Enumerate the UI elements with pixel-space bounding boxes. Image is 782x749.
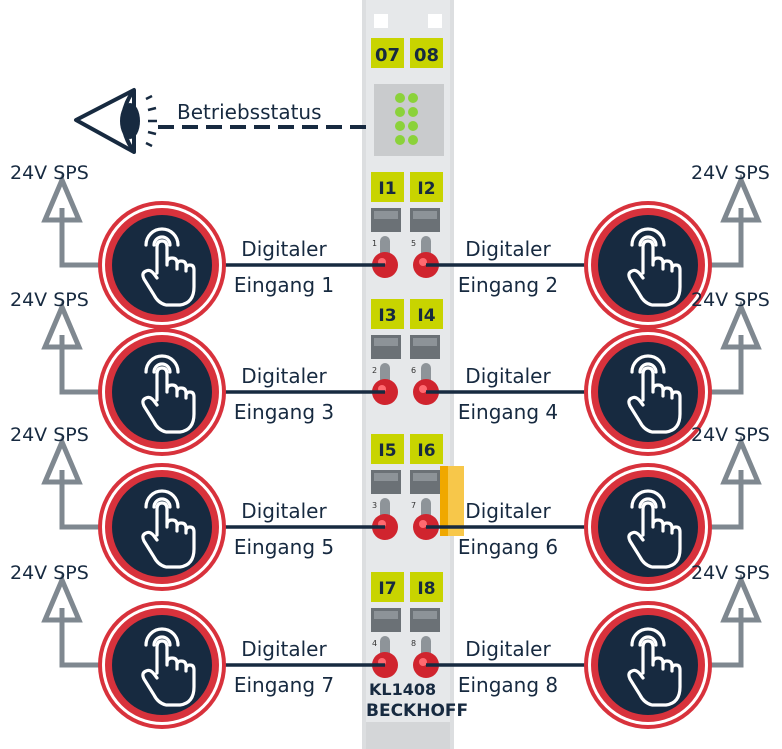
input-label-line1: Digitaler: [465, 237, 551, 261]
top-led-row: 07 08: [371, 38, 443, 68]
supply-label: 24V SPS: [10, 162, 89, 184]
led-08-label: 08: [414, 45, 439, 66]
led-I3: [371, 299, 404, 329]
eye-icon: [74, 88, 157, 154]
led-label: I3: [378, 306, 396, 326]
hand-icon: [627, 489, 682, 569]
supply-line: [59, 608, 100, 668]
push-button-2: [584, 201, 712, 329]
supply-line: [59, 470, 100, 530]
supply-arrow-icon: [720, 300, 762, 377]
contact-number: 5: [411, 239, 416, 248]
terminal-section-2: I3 I4 2 6: [371, 299, 443, 405]
input-label-line2: Eingang 4: [458, 400, 558, 424]
push-button-6: [584, 463, 712, 591]
led-label: I8: [417, 579, 435, 599]
contact-number: 8: [411, 639, 416, 648]
push-button-3: [98, 328, 226, 456]
hand-icon: [141, 489, 196, 569]
input-label-line1: Digitaler: [241, 364, 327, 388]
supply-label: 24V SPS: [10, 289, 89, 311]
input-label-line1: Digitaler: [241, 637, 327, 661]
push-button-7: [98, 601, 226, 729]
supply-arrow-icon: [720, 573, 762, 650]
led-I6: [410, 434, 443, 464]
brand-label: BECKHOFF: [366, 701, 468, 721]
led-I4: [410, 299, 443, 329]
contact-number: 2: [372, 366, 377, 375]
led-label: I2: [417, 179, 435, 199]
status-label: Betriebsstatus: [177, 100, 322, 124]
push-button-4: [584, 328, 712, 456]
led-I5: [371, 434, 404, 464]
input-label-line1: Digitaler: [241, 237, 327, 261]
hand-icon: [141, 227, 196, 307]
led-label: I5: [378, 441, 396, 461]
input-label-line2: Eingang 6: [458, 535, 558, 559]
terminal-section-4: I7 I8 4 8: [371, 572, 443, 678]
supply-arrow-icon: [41, 435, 83, 512]
supply-arrow-icon: [41, 300, 83, 377]
contact-number: 3: [372, 501, 377, 510]
led-I8: [410, 572, 443, 602]
led-label: I1: [378, 179, 396, 199]
supply-arrow-icon: [41, 173, 83, 250]
hand-icon: [141, 627, 196, 707]
hand-icon: [627, 354, 682, 434]
input-label-line2: Eingang 2: [458, 273, 558, 297]
led-07: [371, 38, 404, 68]
led-label: I4: [417, 306, 435, 326]
hand-icon: [141, 354, 196, 434]
contact-number: 4: [372, 639, 377, 648]
led-label: I6: [417, 441, 435, 461]
input-label-line2: Eingang 8: [458, 673, 558, 697]
status-led-window: [374, 84, 444, 156]
supply-line: [59, 208, 100, 268]
push-button-1: [98, 201, 226, 329]
supply-label: 24V SPS: [10, 424, 89, 446]
input-label-line2: Eingang 5: [234, 535, 334, 559]
terminal-section-1: I1 I2 1 5: [371, 172, 443, 278]
input-label-line2: Eingang 3: [234, 400, 334, 424]
supply-label: 24V SPS: [691, 289, 770, 311]
contact-number: 1: [372, 239, 377, 248]
led-label: I7: [378, 579, 396, 599]
input-label-line1: Digitaler: [241, 499, 327, 523]
supply-label: 24V SPS: [691, 162, 770, 184]
contact-number: 6: [411, 366, 416, 375]
supply-arrow-icon: [720, 173, 762, 250]
hand-icon: [627, 627, 682, 707]
input-label-line1: Digitaler: [465, 637, 551, 661]
model-label: KL1408: [369, 680, 436, 699]
led-08: [410, 38, 443, 68]
led-I7: [371, 572, 404, 602]
led-I1: [371, 172, 404, 202]
led-07-label: 07: [375, 45, 400, 66]
hand-icon: [627, 227, 682, 307]
push-button-5: [98, 463, 226, 591]
supply-label: 24V SPS: [691, 424, 770, 446]
push-button-8: [584, 601, 712, 729]
supply-label: 24V SPS: [10, 562, 89, 584]
input-label-line1: Digitaler: [465, 499, 551, 523]
terminal-section-3: I5 I6 3 7: [371, 434, 443, 540]
input-label-line2: Eingang 1: [234, 273, 334, 297]
supply-line: [59, 335, 100, 395]
supply-arrow-icon: [41, 573, 83, 650]
supply-arrow-icon: [720, 435, 762, 512]
input-label-line2: Eingang 7: [234, 673, 334, 697]
input-label-line1: Digitaler: [465, 364, 551, 388]
led-I2: [410, 172, 443, 202]
contact-number: 7: [411, 501, 416, 510]
supply-label: 24V SPS: [691, 562, 770, 584]
